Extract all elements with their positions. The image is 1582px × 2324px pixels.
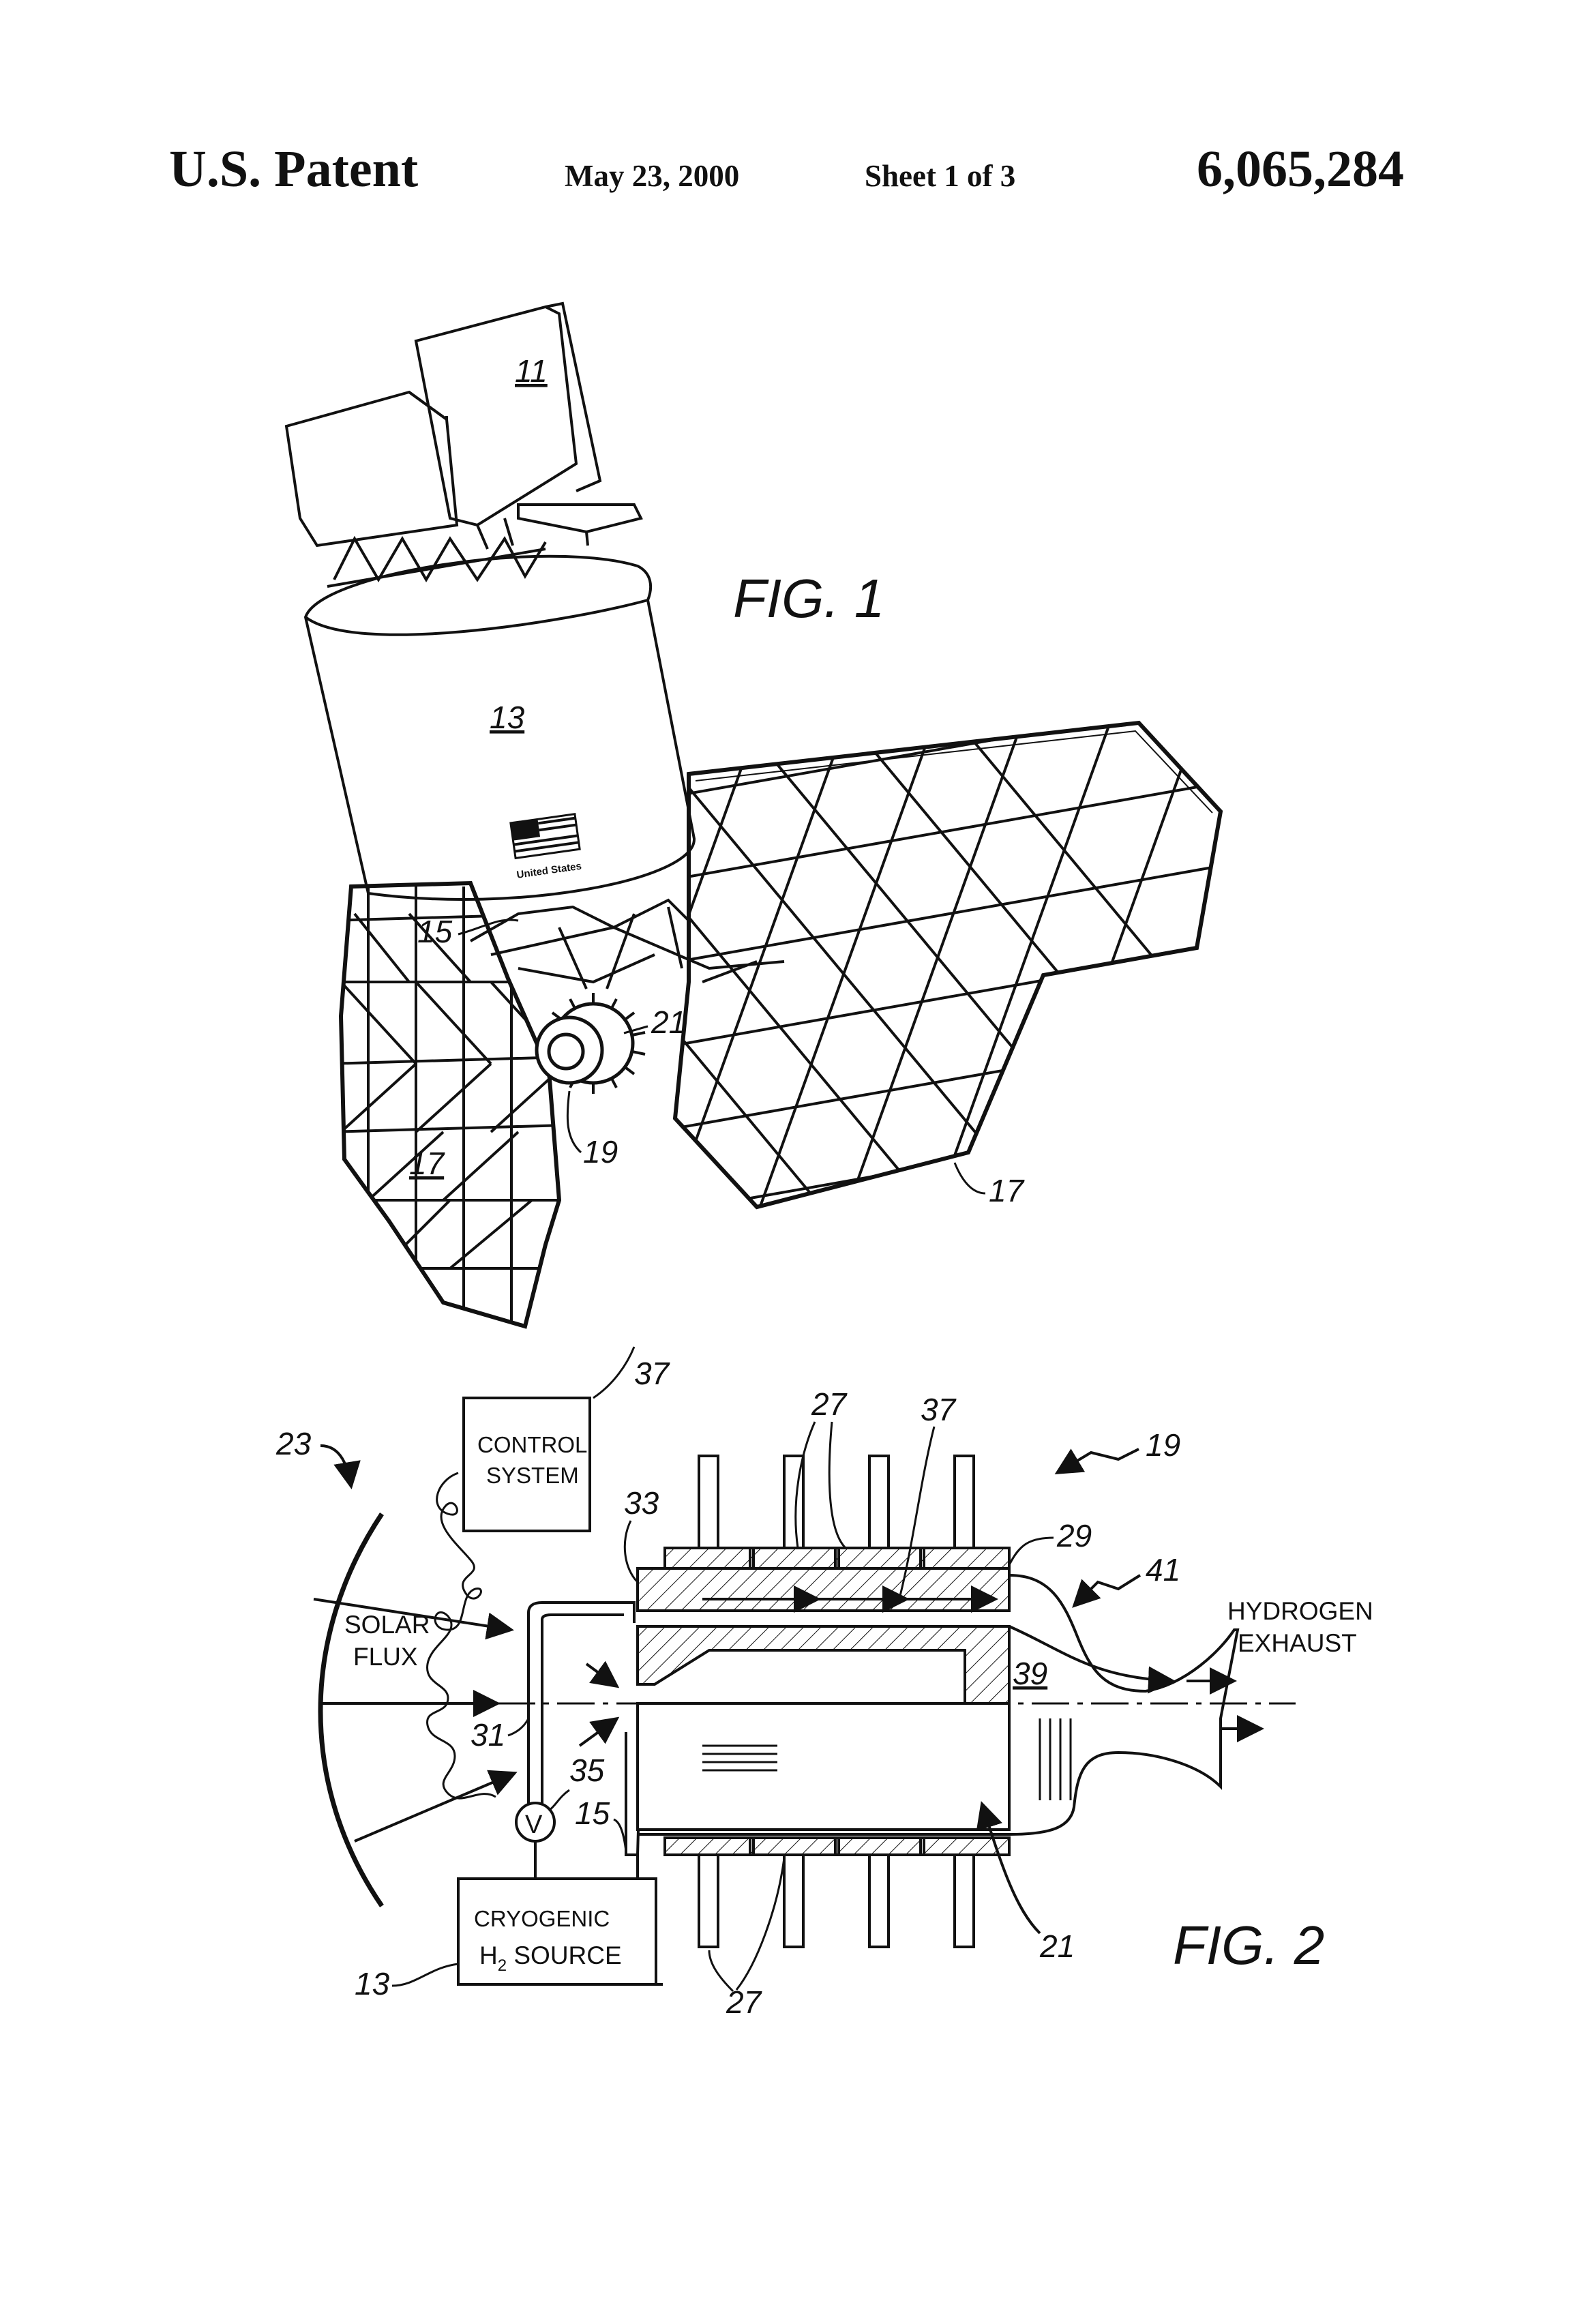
fig2-leader-valve bbox=[549, 1790, 569, 1811]
fig2-leader-fins-bottom bbox=[709, 1858, 784, 1991]
fig2-leader-engine bbox=[1057, 1449, 1139, 1473]
fig2-leader-line33 bbox=[625, 1521, 638, 1582]
fig2-caption: FIG. 2 bbox=[1173, 1915, 1324, 1976]
hydrogen-exhaust-line2: EXHAUST bbox=[1238, 1629, 1357, 1657]
fig2-label-source: 13 bbox=[355, 1966, 390, 2001]
fig2-label-chamber: 39 bbox=[1013, 1656, 1047, 1691]
tank-top-rim bbox=[305, 600, 648, 635]
fig2-label-fins-top: 27 bbox=[811, 1386, 848, 1422]
valve-label: V bbox=[525, 1811, 543, 1839]
fig1-caption: FIG. 1 bbox=[733, 568, 884, 629]
receiver-lower-body bbox=[638, 1703, 1009, 1830]
support-strut bbox=[626, 1732, 638, 1879]
flux-arrow-lower bbox=[355, 1773, 515, 1841]
fig2-label-receiver: 21 bbox=[1039, 1928, 1075, 1964]
payload-truss-rail bbox=[327, 549, 546, 586]
fig1-label-tank: 13 bbox=[490, 700, 525, 735]
receiver-outer-wall bbox=[638, 1568, 1009, 1611]
fig1-label-receiver: 21 bbox=[651, 1004, 686, 1040]
fig2-leader-support bbox=[614, 1819, 626, 1851]
hydrogen-exhaust-line1: HYDROGEN bbox=[1227, 1597, 1373, 1625]
fig2-label-line31: 31 bbox=[471, 1717, 505, 1753]
fig2-label-line33: 33 bbox=[624, 1485, 659, 1521]
solar-flux-line2: FLUX bbox=[353, 1643, 418, 1671]
fig1-leader-thruster bbox=[567, 1091, 581, 1152]
control-system-line1: CONTROL bbox=[477, 1432, 587, 1457]
fig1-label-thruster: 19 bbox=[583, 1134, 618, 1170]
nozzle-hatch bbox=[1040, 1718, 1071, 1800]
flag-canton bbox=[511, 819, 540, 840]
payload-base-plate bbox=[518, 505, 641, 532]
flux-arrow-inner-lower bbox=[580, 1718, 617, 1746]
solar-flux-line1: SOLAR bbox=[344, 1611, 430, 1639]
flux-arrow-inner-upper bbox=[586, 1664, 617, 1686]
payload-mount bbox=[477, 518, 588, 549]
fig1-label-strut: 15 bbox=[417, 914, 453, 949]
fig2-label-support: 15 bbox=[575, 1796, 610, 1831]
fig1-label-collector-right: 17 bbox=[989, 1173, 1025, 1208]
fig2-leader-source bbox=[392, 1964, 458, 1986]
source-line1: CRYOGENIC bbox=[474, 1906, 610, 1931]
receiver-assembly bbox=[537, 993, 645, 1094]
fig2-label-concentrator: 23 bbox=[275, 1426, 312, 1461]
strut-members bbox=[491, 907, 784, 989]
fig2-label-valve: 35 bbox=[569, 1753, 605, 1788]
radiator-fins-top bbox=[665, 1456, 1009, 1568]
fig2-label-nozzle: 41 bbox=[1146, 1552, 1180, 1588]
fig2-label-housing: 29 bbox=[1056, 1518, 1092, 1553]
collector-left-mesh bbox=[327, 887, 566, 1330]
nozzle-outline bbox=[1009, 1575, 1238, 1834]
fig1-drawing: United States bbox=[286, 303, 1395, 1330]
control-system-line2: SYSTEM bbox=[486, 1463, 579, 1488]
receiver-cavity-wall bbox=[638, 1626, 1009, 1703]
fig1-label-payload: 11 bbox=[515, 353, 548, 389]
fig2-leader-housing bbox=[1009, 1538, 1054, 1565]
fig2-label-control-ref: 37 bbox=[634, 1356, 670, 1391]
flag-caption: United States bbox=[516, 861, 582, 881]
fig2-label-channel-ref: 37 bbox=[921, 1392, 957, 1427]
fig2-drawing: CONTROL SYSTEM SOLAR FLUX V CRYOGENIC H2… bbox=[275, 1347, 1373, 2020]
fig2-leader-control-ref bbox=[593, 1347, 634, 1398]
fig2-leader-concentrator bbox=[320, 1446, 351, 1487]
fig2-leader-nozzle bbox=[1074, 1575, 1140, 1606]
fig1-leader-collector-right bbox=[955, 1163, 985, 1193]
fig2-label-engine: 19 bbox=[1146, 1427, 1180, 1463]
payload-box-side bbox=[546, 303, 600, 491]
collector-left-frame bbox=[341, 883, 559, 1326]
fig2-leader-line31 bbox=[508, 1718, 528, 1735]
solar-concentrator-mirror bbox=[320, 1514, 382, 1906]
fig1-label-collector-left: 17 bbox=[409, 1146, 445, 1181]
radiator-fins-bottom bbox=[665, 1838, 1009, 1947]
